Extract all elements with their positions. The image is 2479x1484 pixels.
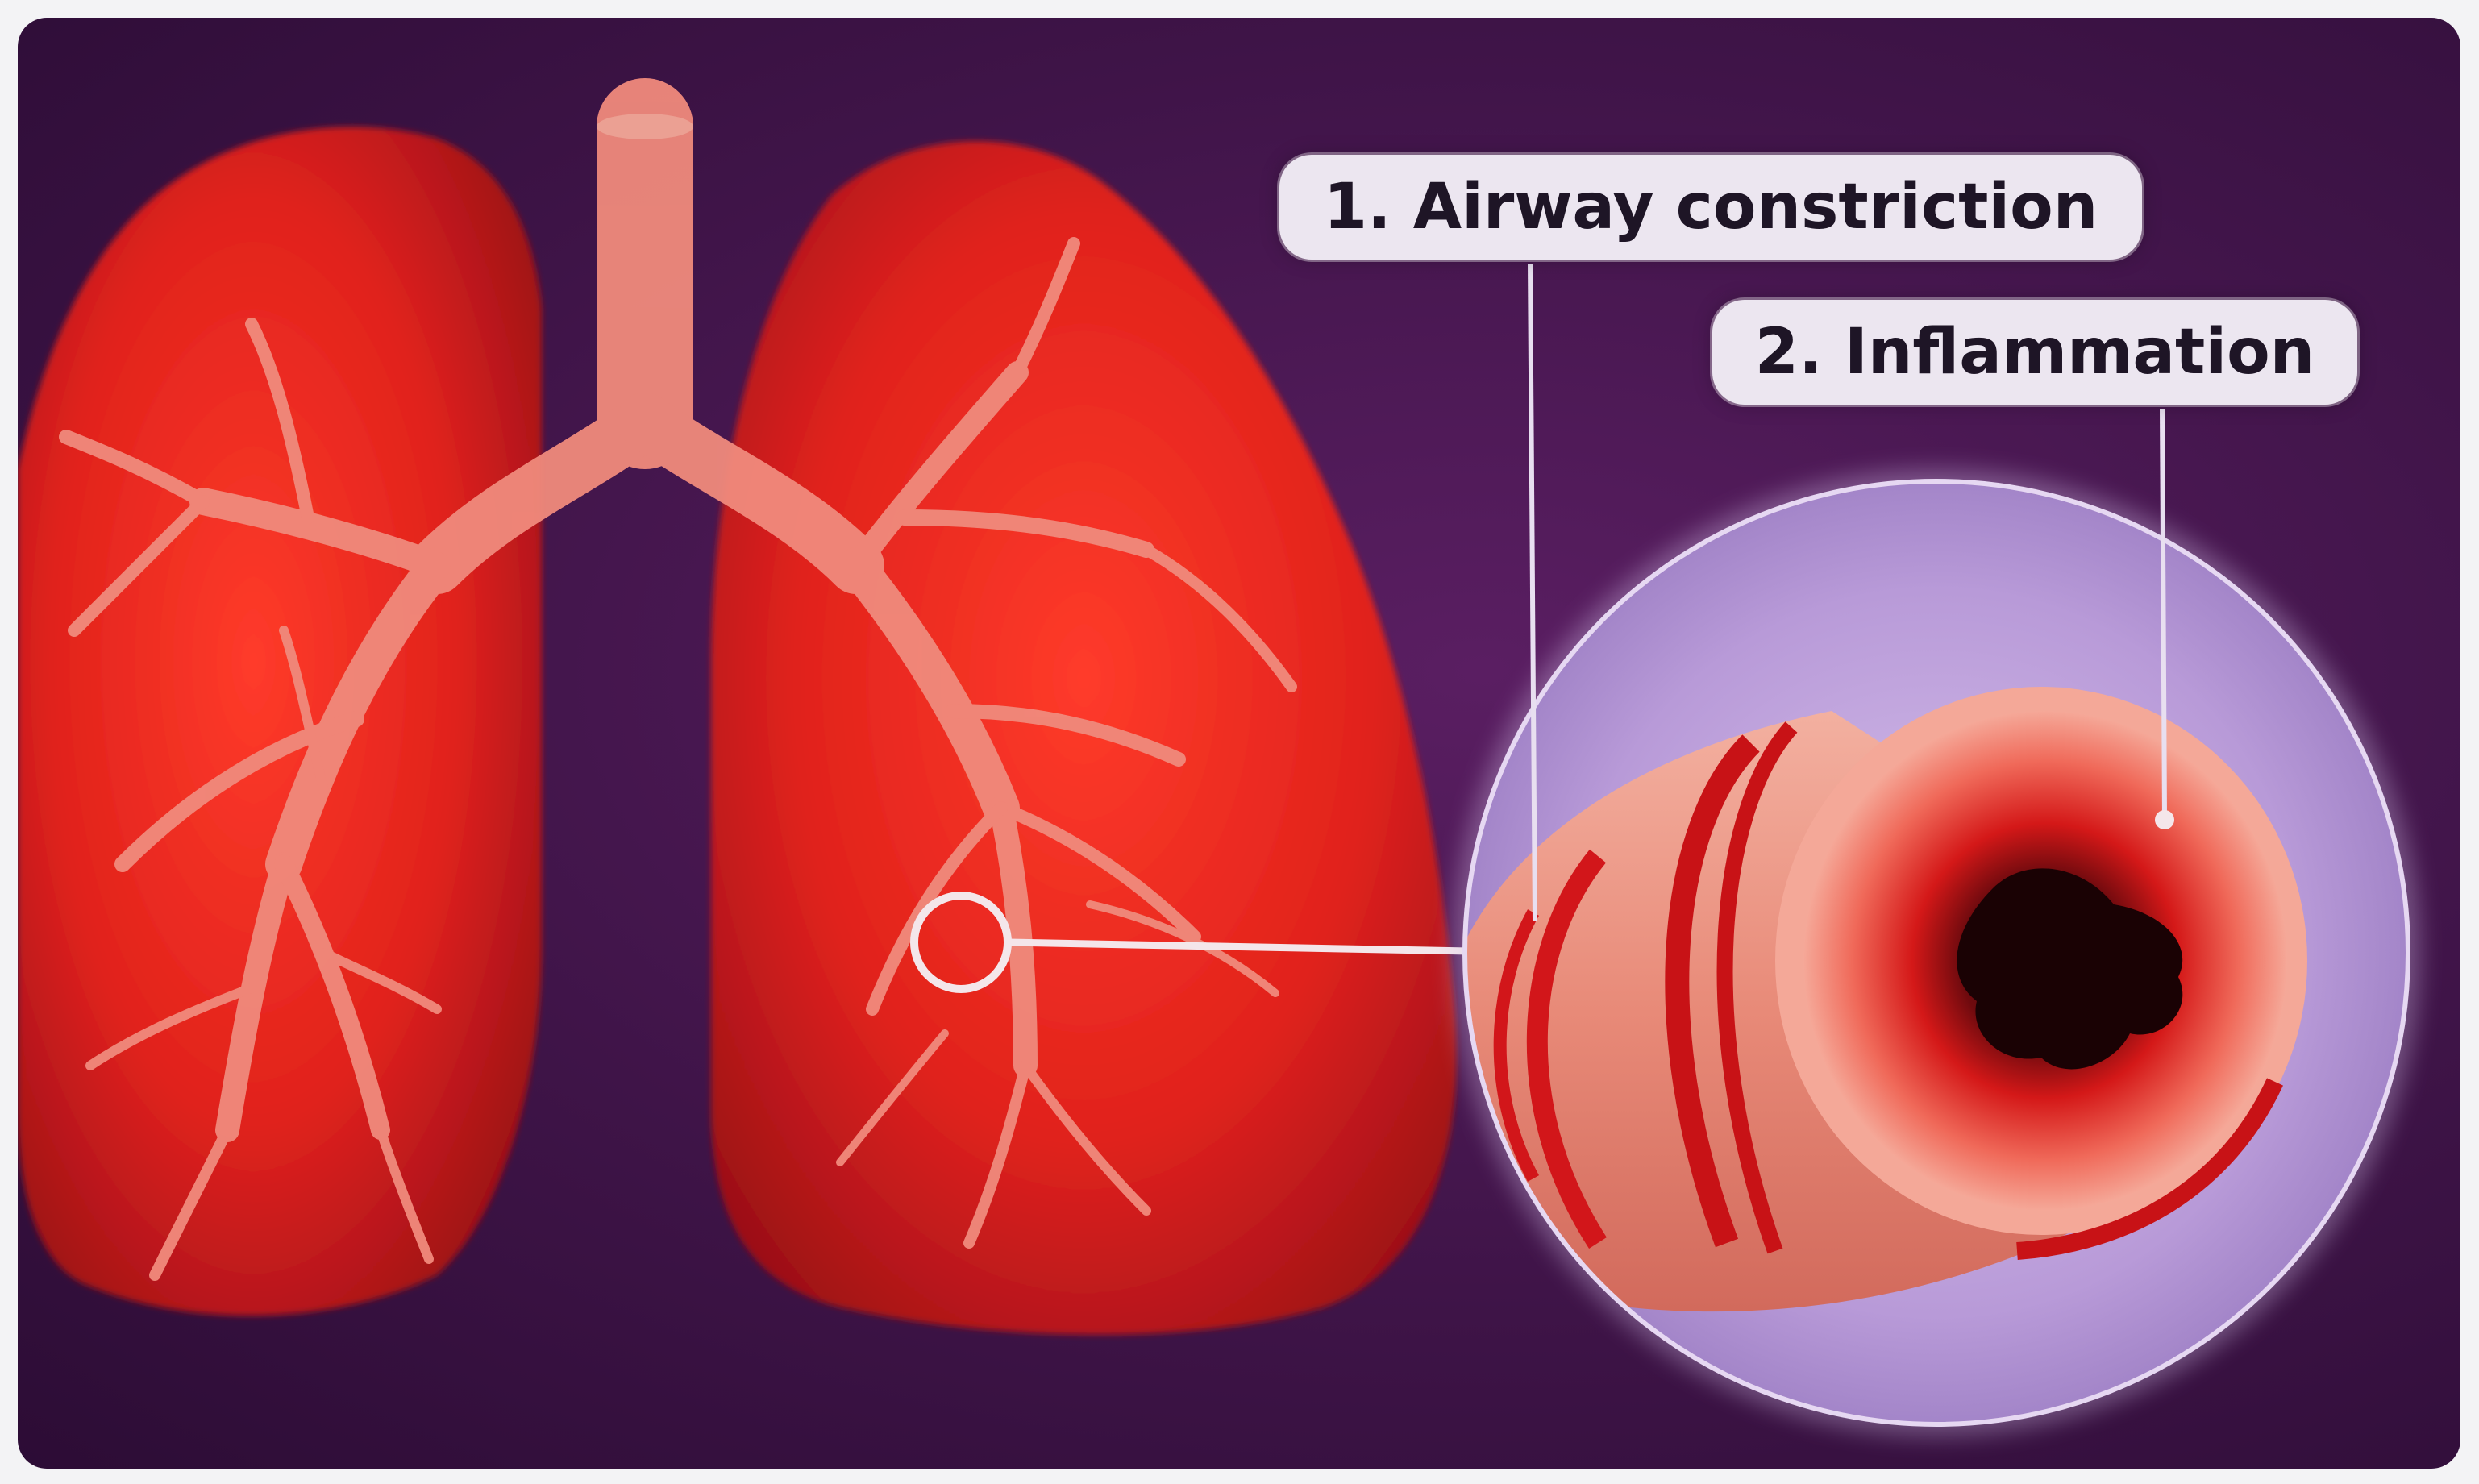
inflammation-pointer-dot <box>2155 810 2174 829</box>
airway-constriction-label: 1. Airway constriction <box>1279 155 2142 260</box>
diagram-panel: 1. Airway constriction 2. Inflammation <box>18 18 2460 1469</box>
leader-line-inflammation <box>2162 409 2165 816</box>
airway-constriction-text: 1. Airway constriction <box>1324 171 2098 243</box>
left-lung <box>18 127 542 1316</box>
inflammation-label: 2. Inflammation <box>1712 300 2357 405</box>
inflammation-text: 2. Inflammation <box>1755 316 2315 389</box>
right-lung <box>711 141 1457 1335</box>
